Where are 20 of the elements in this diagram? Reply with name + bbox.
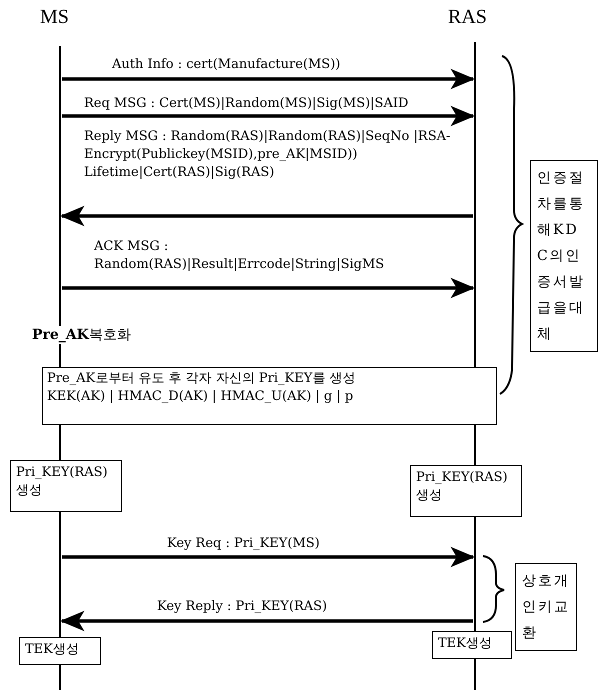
edge-label: Key Reply : Pri_KEY(RAS) bbox=[155, 598, 330, 616]
box-text: KEK(AK) | HMAC_D(AK) | HMAC_U(AK) | g | p bbox=[47, 388, 354, 406]
arrow bbox=[62, 106, 476, 126]
arrow bbox=[62, 68, 476, 90]
edge-label: Key Req : Pri_KEY(MS) bbox=[165, 535, 322, 553]
note-text: Pre_AK복호화 bbox=[30, 326, 133, 344]
arrow bbox=[62, 278, 476, 298]
edge-label: Req MSG : Cert(MS)|Random(MS)|Sig(MS)|SAID bbox=[82, 95, 410, 113]
process-box: TEK생성 bbox=[432, 631, 512, 659]
lifeline-title: RAS bbox=[448, 8, 487, 26]
process-box: Pri_KEY(RAS) 생성 bbox=[410, 465, 522, 517]
process-box: TEK생성 bbox=[19, 637, 101, 665]
process-box: Pri_KEY(RAS) 생성 bbox=[10, 460, 122, 512]
note-box: 상호개인키교환 bbox=[515, 563, 577, 651]
arrow bbox=[60, 610, 473, 632]
arrow bbox=[62, 546, 476, 568]
arrow bbox=[60, 206, 473, 226]
note-box: 인증절차를통해KDC의인증서발급을대체 bbox=[530, 160, 598, 352]
box-text: Pre_AK로부터 유도 후 각자 자신의 Pri_KEY를 생성 bbox=[47, 370, 356, 388]
lifeline-title: MS bbox=[40, 8, 69, 26]
